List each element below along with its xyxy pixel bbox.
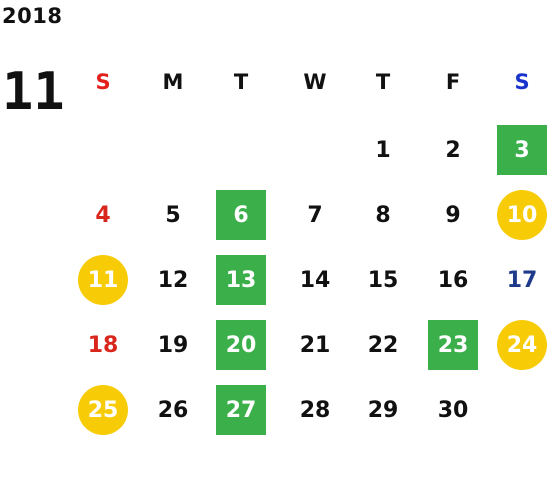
day-cell-11[interactable]: 11 xyxy=(78,255,128,305)
day-cell-9[interactable]: 9 xyxy=(445,202,461,228)
day-cell-26[interactable]: 26 xyxy=(157,397,189,423)
weekday-header-thu: T xyxy=(375,70,391,94)
day-cell-7[interactable]: 7 xyxy=(307,202,323,228)
day-cell-17[interactable]: 17 xyxy=(506,267,538,293)
year-label: 2018 xyxy=(2,4,63,28)
day-cell-20[interactable]: 20 xyxy=(216,320,266,370)
day-cell-3[interactable]: 3 xyxy=(497,125,547,175)
weekday-header-wed: W xyxy=(303,70,327,94)
day-cell-10[interactable]: 10 xyxy=(497,190,547,240)
day-cell-27[interactable]: 27 xyxy=(216,385,266,435)
day-cell-15[interactable]: 15 xyxy=(367,267,399,293)
day-cell-25[interactable]: 25 xyxy=(78,385,128,435)
day-cell-8[interactable]: 8 xyxy=(375,202,391,228)
day-cell-18[interactable]: 18 xyxy=(87,332,119,358)
weekday-header-sun: S xyxy=(95,70,111,94)
day-cell-14[interactable]: 14 xyxy=(299,267,331,293)
day-cell-19[interactable]: 19 xyxy=(157,332,189,358)
weekday-header-sat: S xyxy=(514,70,530,94)
day-cell-6[interactable]: 6 xyxy=(216,190,266,240)
day-cell-30[interactable]: 30 xyxy=(437,397,469,423)
day-cell-16[interactable]: 16 xyxy=(437,267,469,293)
day-cell-29[interactable]: 29 xyxy=(367,397,399,423)
day-cell-4[interactable]: 4 xyxy=(95,202,111,228)
month-number: 11 xyxy=(2,62,65,122)
day-cell-1[interactable]: 1 xyxy=(375,137,391,163)
day-cell-13[interactable]: 13 xyxy=(216,255,266,305)
weekday-header-mon: M xyxy=(162,70,184,94)
day-cell-23[interactable]: 23 xyxy=(428,320,478,370)
weekday-header-fri: F xyxy=(445,70,461,94)
day-cell-22[interactable]: 22 xyxy=(367,332,399,358)
day-cell-21[interactable]: 21 xyxy=(299,332,331,358)
day-cell-5[interactable]: 5 xyxy=(165,202,181,228)
day-cell-24[interactable]: 24 xyxy=(497,320,547,370)
day-cell-12[interactable]: 12 xyxy=(157,267,189,293)
day-cell-28[interactable]: 28 xyxy=(299,397,331,423)
weekday-header-tue: T xyxy=(233,70,249,94)
day-cell-2[interactable]: 2 xyxy=(445,137,461,163)
